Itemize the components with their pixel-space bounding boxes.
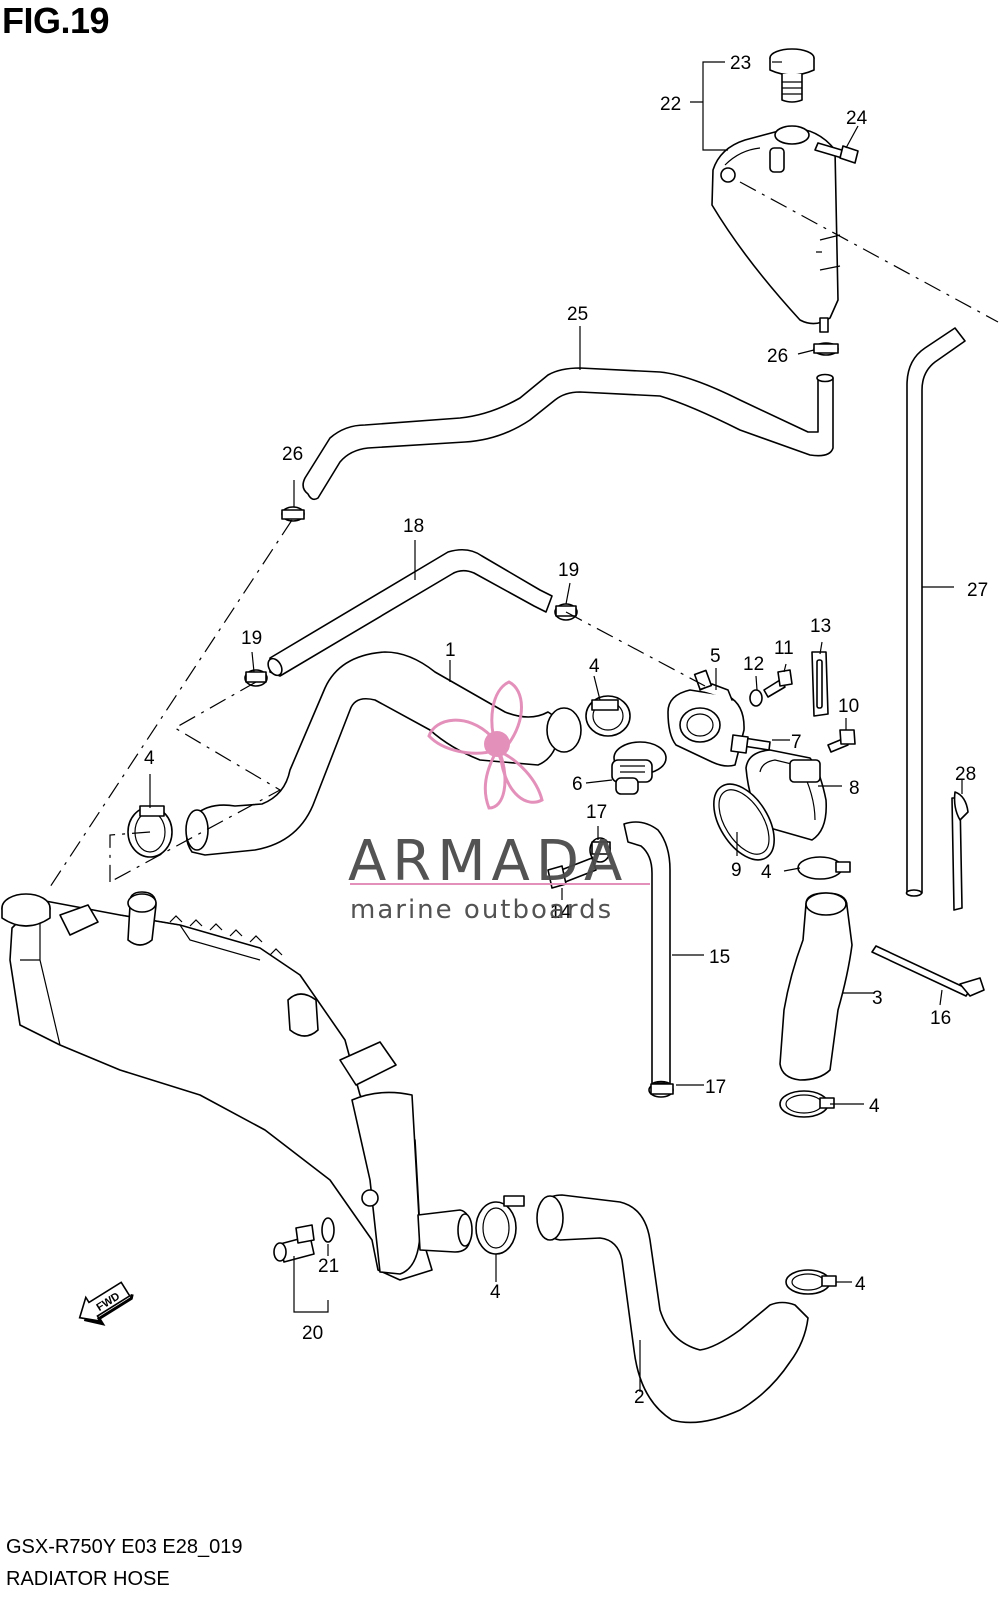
inlet-hose-1: [185, 651, 561, 856]
callout-11: 11: [774, 638, 794, 659]
callout-3: 3: [872, 988, 883, 1009]
callout-9: 9: [731, 860, 742, 881]
washer-21: [321, 1217, 335, 1243]
hose-15: [623, 821, 671, 1086]
callout-23: 23: [730, 53, 751, 74]
lower-hose-2: [541, 1194, 809, 1424]
callout-21: 21: [318, 1256, 339, 1277]
breather-hose-25: [302, 367, 834, 501]
callout-13: 13: [810, 616, 831, 637]
hose-clamp-17-lower: [648, 1082, 674, 1098]
callout-5: 5: [710, 646, 721, 667]
overflow-hose-27: [906, 327, 966, 894]
callout-4-f: 4: [855, 1274, 866, 1295]
hose-clamp-19-left: [244, 669, 268, 687]
hose-clamp-4-upper-left: [127, 805, 173, 858]
watermark-logo: ARMADA marine outboards: [348, 680, 650, 925]
callout-labels: 1 2 3 4 4 4 4 4 4 5 6 7 8 9 10 11 12 13 …: [144, 53, 988, 1408]
bracket-13: [811, 651, 829, 717]
callout-7: 7: [791, 732, 802, 753]
callout-18: 18: [403, 516, 424, 537]
callout-17-b: 17: [705, 1077, 726, 1098]
leader-lines: [149, 61, 963, 1392]
callout-17-a: 17: [586, 802, 607, 823]
o-ring-9: [713, 783, 775, 861]
callout-16: 16: [930, 1008, 951, 1029]
callout-4-c: 4: [761, 862, 772, 883]
callout-4-e: 4: [490, 1282, 501, 1303]
callout-26-a: 26: [767, 346, 788, 367]
outlet-hose-3: [779, 892, 853, 1081]
callout-26-b: 26: [282, 444, 303, 465]
propeller-icon: [427, 680, 544, 810]
reservoir-tank: [711, 125, 841, 333]
hose-clamp-4-lower-left: [475, 1195, 525, 1255]
cable-tie-28: [951, 791, 969, 911]
callout-4-d: 4: [869, 1096, 880, 1117]
hose-25-end: [816, 373, 834, 383]
bolt-24: [814, 142, 859, 164]
hose-clamp-4-upper-right: [585, 695, 631, 737]
section-name: RADIATOR HOSE: [6, 1568, 170, 1590]
callout-8: 8: [849, 778, 860, 799]
union-bolt-14: [547, 857, 597, 889]
model-code: GSX-R750Y E03 E28_019: [6, 1536, 243, 1558]
callout-2: 2: [634, 1387, 645, 1408]
reservoir-cap: [769, 48, 815, 103]
callout-6: 6: [572, 774, 583, 795]
callout-4-a: 4: [144, 748, 155, 769]
bolt-10: [827, 729, 856, 753]
washer-12: [749, 689, 763, 707]
callout-19-a: 19: [558, 560, 579, 581]
callout-1: 1: [445, 640, 456, 661]
cable-tie-16: [871, 945, 985, 997]
callout-27: 27: [967, 580, 988, 601]
callout-24: 24: [846, 108, 868, 129]
callout-19-b: 19: [241, 628, 262, 649]
thermostat-case-5: [667, 669, 745, 767]
callout-20: 20: [302, 1323, 323, 1344]
hose-clamp-17-upper: [589, 837, 611, 863]
bypass-hose-18: [269, 548, 553, 677]
callout-28: 28: [955, 764, 976, 785]
callout-22: 22: [660, 94, 681, 115]
hose-clamp-26-lower: [813, 342, 839, 356]
drain-bolt-20: [273, 1224, 315, 1263]
figure-title: FIG.19: [2, 0, 110, 41]
assembly-lines: [47, 181, 999, 891]
watermark-tagline: marine outboards: [350, 895, 613, 925]
thermostat-6: [611, 741, 667, 795]
radiator-assembly: [1, 891, 473, 1281]
callout-4-b: 4: [589, 656, 600, 677]
callout-14: 14: [550, 902, 572, 923]
callout-15: 15: [709, 947, 730, 968]
forward-direction-arrow: FWD: [78, 1281, 134, 1326]
callout-12: 12: [743, 654, 764, 675]
hose-clamp-4-mid-upper: [797, 856, 851, 880]
hose-clamp-4-lower-right: [785, 1269, 837, 1295]
callout-10: 10: [838, 696, 859, 717]
hose-clamp-26-upper: [281, 506, 305, 522]
bolt-11: [763, 669, 793, 698]
hose-clamp-4-mid-lower: [779, 1090, 835, 1118]
callout-25: 25: [567, 304, 588, 325]
